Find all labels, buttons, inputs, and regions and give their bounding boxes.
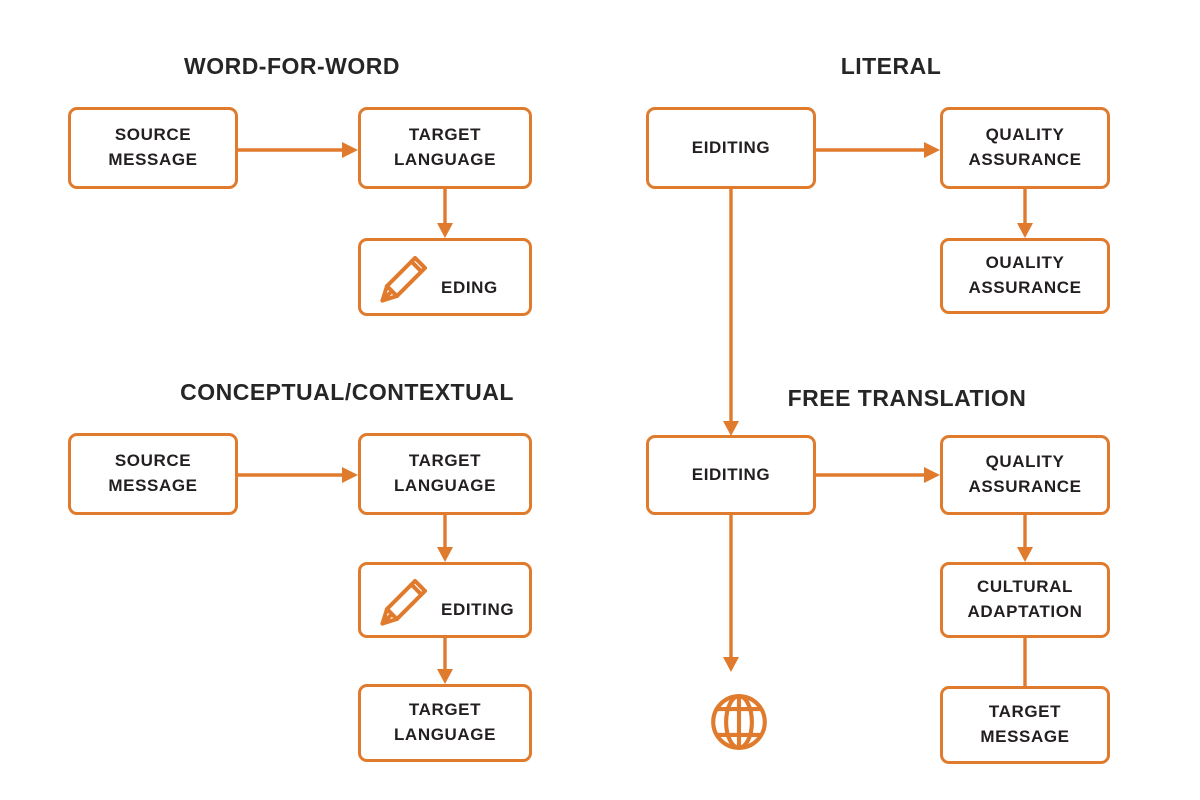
node-label: TARGET LANGUAGE <box>393 451 497 495</box>
connector-arrow-down <box>437 515 453 562</box>
connector-line <box>1023 638 1027 688</box>
connector-arrow-right <box>238 142 358 158</box>
node-editing-literal[interactable]: EIDITING <box>646 107 816 189</box>
section-title-free-translation: FREE TRANSLATION <box>787 385 1027 411</box>
node-label: QUALITY ASSURANCE <box>968 125 1082 169</box>
connector-arrow-right <box>816 142 940 158</box>
node-label: EIDITING <box>691 464 771 484</box>
node-source-message-conceptual[interactable]: SOURCE MESSAGE <box>68 433 238 515</box>
section-title-literal: LITERAL <box>840 53 942 79</box>
node-label: TARGET MESSAGE <box>980 702 1070 746</box>
node-label: QUALITY ASSURANCE <box>968 452 1082 496</box>
node-source-message-word-for-word[interactable]: SOURCE MESSAGE <box>68 107 238 189</box>
node-target-message[interactable]: TARGET MESSAGE <box>940 686 1110 764</box>
node-editing-word-for-word[interactable]: EDING <box>358 238 532 316</box>
node-label: TARGET LANGUAGE <box>393 700 497 744</box>
node-label: OUALITY ASSURANCE <box>968 253 1082 297</box>
node-quality-assurance-free-translation[interactable]: QUALITY ASSURANCE <box>940 435 1110 515</box>
node-ouality-assurance-literal[interactable]: OUALITY ASSURANCE <box>940 238 1110 314</box>
pencil-icon <box>380 255 428 303</box>
node-quality-assurance-literal[interactable]: QUALITY ASSURANCE <box>940 107 1110 189</box>
section-title-conceptual-contextual: CONCEPTUAL/CONTEXTUAL <box>180 379 514 405</box>
node-label: TARGET LANGUAGE <box>393 125 497 169</box>
node-target-language-conceptual-final[interactable]: TARGET LANGUAGE <box>358 684 532 762</box>
globe-endpoint <box>706 689 772 755</box>
connector-arrow-down-long <box>723 189 739 436</box>
node-label: EDING <box>441 278 498 298</box>
node-label: SOURCE MESSAGE <box>108 125 198 169</box>
connector-arrow-down <box>437 189 453 238</box>
node-editing-conceptual[interactable]: EDITING <box>358 562 532 638</box>
section-title-word-for-word: WORD-FOR-WORD <box>183 53 401 79</box>
node-cultural-adaptation[interactable]: CULTURAL ADAPTATION <box>940 562 1110 638</box>
node-target-language-word-for-word[interactable]: TARGET LANGUAGE <box>358 107 532 189</box>
node-editing-free-translation[interactable]: EIDITING <box>646 435 816 515</box>
globe-icon <box>711 694 767 750</box>
connector-arrow-down-long <box>723 515 739 672</box>
connector-arrow-down <box>1017 515 1033 562</box>
connector-arrow-down <box>437 638 453 684</box>
pencil-icon <box>380 578 428 626</box>
node-label: SOURCE MESSAGE <box>108 451 198 495</box>
node-label: CULTURAL ADAPTATION <box>967 577 1083 621</box>
connector-arrow-right <box>816 467 940 483</box>
connector-arrow-right <box>238 467 358 483</box>
node-label: EDITING <box>441 600 515 620</box>
node-label: EIDITING <box>691 137 771 157</box>
node-target-language-conceptual[interactable]: TARGET LANGUAGE <box>358 433 532 515</box>
connector-arrow-down <box>1017 189 1033 238</box>
